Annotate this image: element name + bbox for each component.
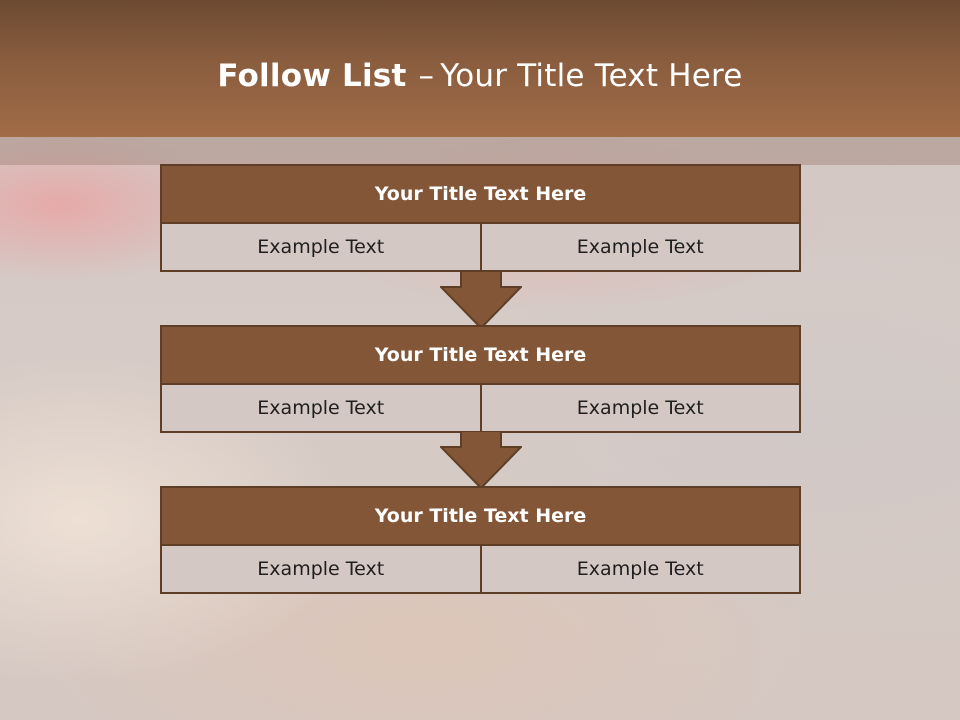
step-2-right-text: Example Text bbox=[479, 385, 799, 431]
arrow-down-icon bbox=[440, 431, 522, 489]
step-box-2: Your Title Text Here Example Text Exampl… bbox=[160, 325, 801, 433]
slide-title: Follow List–Your Title Text Here bbox=[0, 50, 960, 102]
step-3-right-text: Example Text bbox=[479, 546, 799, 592]
slide-title-rest: Your Title Text Here bbox=[440, 58, 743, 94]
arrow-down-icon bbox=[440, 271, 522, 329]
step-title-2: Your Title Text Here bbox=[162, 327, 799, 385]
step-row-3: Example Text Example Text bbox=[162, 546, 799, 592]
step-title-1: Your Title Text Here bbox=[162, 166, 799, 224]
step-3-left-text: Example Text bbox=[162, 546, 480, 592]
step-box-1: Your Title Text Here Example Text Exampl… bbox=[160, 164, 801, 272]
step-box-3: Your Title Text Here Example Text Exampl… bbox=[160, 486, 801, 594]
header-band bbox=[0, 0, 960, 137]
step-2-left-text: Example Text bbox=[162, 385, 480, 431]
step-title-3: Your Title Text Here bbox=[162, 488, 799, 546]
step-1-right-text: Example Text bbox=[479, 224, 799, 270]
header-shadow-strip bbox=[0, 137, 960, 165]
step-row-1: Example Text Example Text bbox=[162, 224, 799, 270]
slide-title-bold: Follow List bbox=[217, 58, 407, 94]
slide-title-separator: – bbox=[418, 58, 435, 94]
step-1-left-text: Example Text bbox=[162, 224, 480, 270]
step-row-2: Example Text Example Text bbox=[162, 385, 799, 431]
